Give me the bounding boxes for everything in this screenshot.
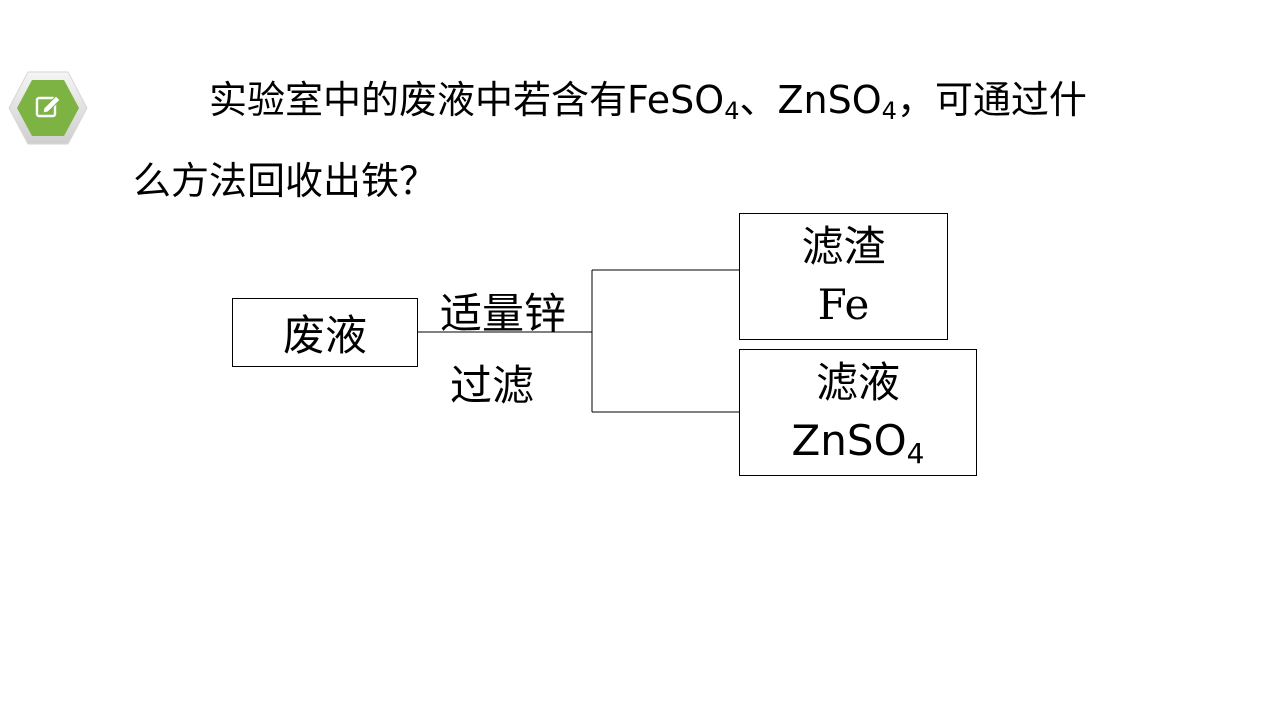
filtrate-formula: ZnSO4 (740, 412, 976, 475)
waste-box: 废液 (232, 298, 418, 367)
question-line-1: 实验室中的废液中若含有FeSO4、ZnSO4，可通过什 (133, 62, 1213, 143)
edit-badge (8, 70, 88, 146)
question-text-part: ，可通过什 (896, 78, 1087, 122)
question-text-part: 、ZnSO (739, 78, 882, 122)
formula-main: ZnSO (791, 416, 907, 465)
question-text-part: 实验室中的废液中若含有FeSO (209, 78, 725, 122)
question-text: 实验室中的废液中若含有FeSO4、ZnSO4，可通过什 么方法回收出铁？ (133, 62, 1213, 219)
filtrate-title: 滤液 (815, 358, 900, 407)
subscript: 4 (881, 97, 897, 125)
operation-label: 过滤 (450, 361, 535, 410)
filtrate-box: 滤液 ZnSO4 (739, 349, 977, 476)
reagent-label: 适量锌 (440, 289, 567, 338)
waste-label: 废液 (282, 311, 367, 360)
subscript: 4 (724, 97, 740, 125)
edit-note-icon (8, 71, 88, 145)
residue-box: 滤渣 Fe (739, 213, 948, 340)
question-line-2: 么方法回收出铁？ (133, 159, 438, 203)
residue-title: 滤渣 (801, 222, 886, 271)
residue-content: Fe (817, 280, 870, 329)
formula-subscript: 4 (906, 437, 925, 470)
